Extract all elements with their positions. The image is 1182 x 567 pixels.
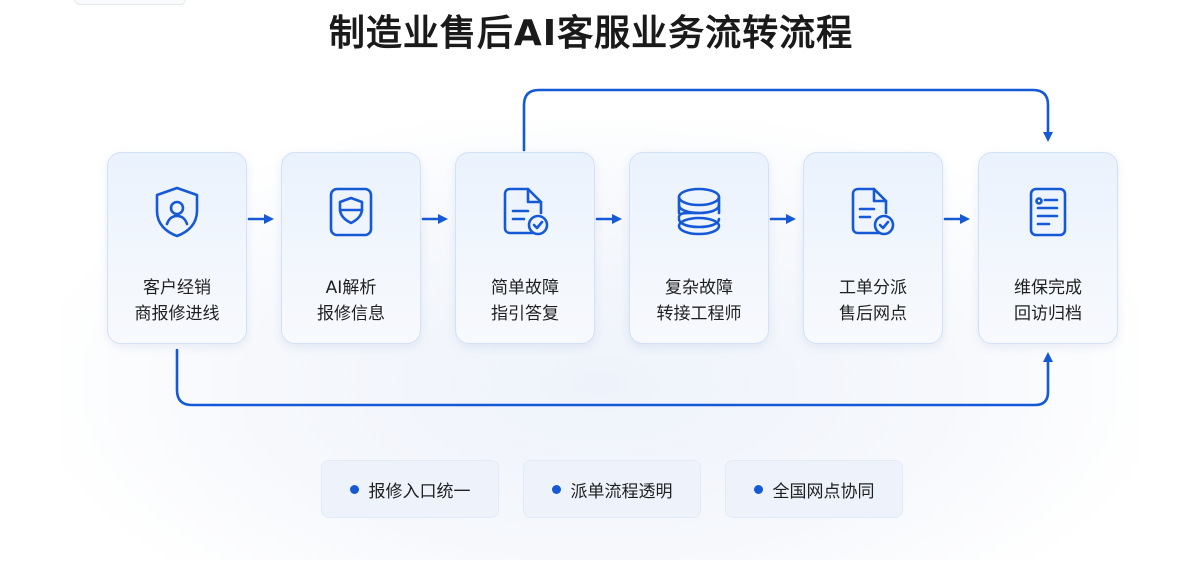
checklist-document-icon [1019, 183, 1077, 241]
step-label-2: AI解析报修信息 [317, 278, 385, 324]
highlight-pill-2: 派单流程透明 [523, 460, 701, 518]
diagram-title: 制造业售后AI客服业务流转流程 [328, 13, 854, 54]
highlight-pill-1: 报修入口统一 [321, 460, 499, 518]
highlight-pill-3: 全国网点协同 [725, 460, 903, 518]
database-icon [670, 183, 728, 241]
ai-shield-screen-icon [322, 183, 380, 241]
step-card-6: 维保完成回访归档 [978, 152, 1118, 344]
step-label-4: 复杂故障转接工程师 [656, 278, 742, 324]
step-label-1: 客户经销商报修进线 [134, 278, 220, 324]
file-check-icon [844, 183, 902, 241]
step-card-3: 简单故障指引答复 [455, 152, 595, 344]
document-check-icon [496, 183, 554, 241]
top-bypass-arrow [522, 88, 1053, 152]
step-card-2: AI解析报修信息 [281, 152, 421, 344]
step-label-5: 工单分派售后网点 [839, 278, 907, 324]
bottom-bypass-arrow [175, 348, 1053, 407]
step-label-6: 维保完成回访归档 [1014, 278, 1082, 324]
step-card-1: 客户经销商报修进线 [107, 152, 247, 344]
highlight-label-3: 全国网点协同 [772, 481, 875, 502]
highlight-label-2: 派单流程透明 [570, 481, 673, 502]
bullet-dot-icon [753, 484, 763, 494]
bullet-dot-icon [551, 484, 561, 494]
step-label-3: 简单故障指引答复 [491, 278, 559, 324]
shield-user-icon [148, 183, 206, 241]
step-card-5: 工单分派售后网点 [803, 152, 943, 344]
step-card-4: 复杂故障转接工程师 [629, 152, 769, 344]
bullet-dot-icon [349, 484, 359, 494]
highlight-label-1: 报修入口统一 [368, 481, 471, 502]
